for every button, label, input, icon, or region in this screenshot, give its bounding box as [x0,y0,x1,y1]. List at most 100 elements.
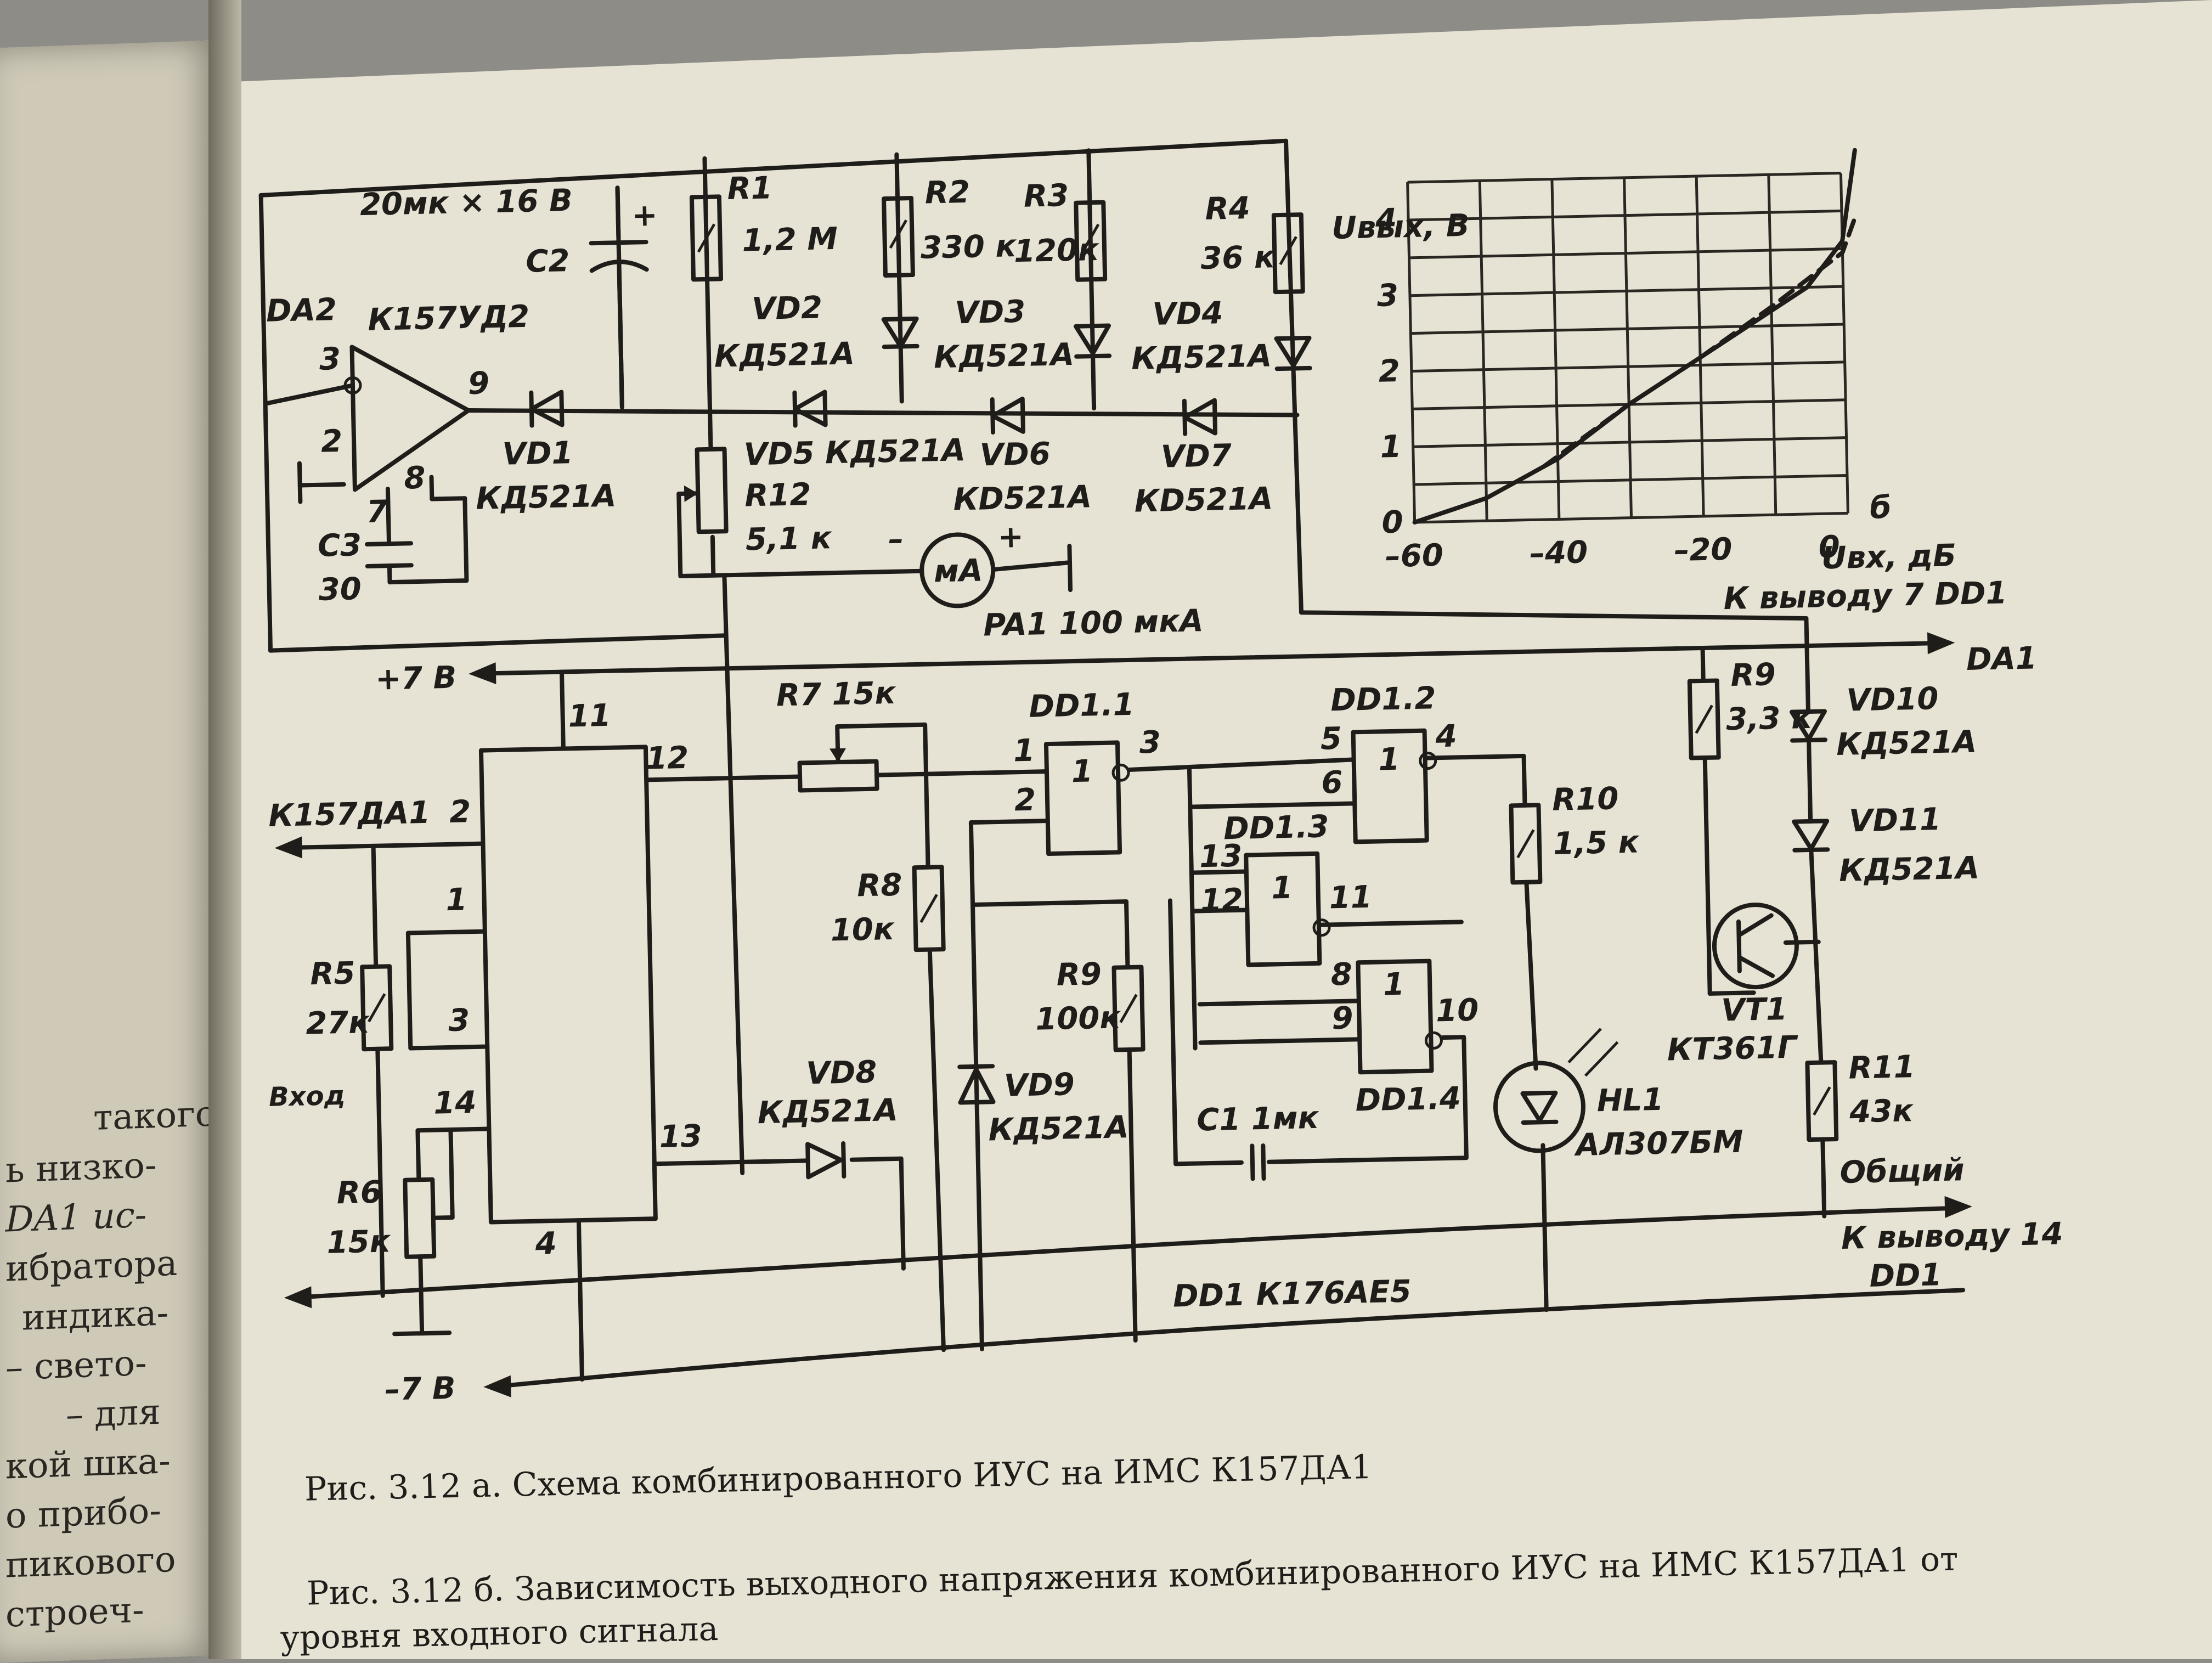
dd1-4-pin9-label: 9 [1331,1001,1353,1037]
to-pin14-label: К выводу 14 [1841,1216,2063,1256]
r11-value-label: 43к [1849,1093,1915,1130]
dd1-4-symbol: 1 [1383,967,1405,1003]
meter-minus-label: – [888,521,904,557]
dd1-2-gate [1351,728,1437,844]
plot-gridline-horizontal [1409,247,1843,260]
figure-a-caption: Рис. 3.12 а. Схема комбинированного ИУС … [304,1448,1372,1509]
r6-value-label: 15к [326,1224,392,1260]
r5-value-label: 27к [306,1005,371,1041]
r8-value-label: 10к [830,911,895,948]
da1-pin3-label: 3 [448,1002,470,1039]
r2-label: R2 [924,174,970,211]
meter-plus-label: + [997,519,1024,555]
vd8-label: VD8 [806,1055,877,1092]
figure-b-caption: Рис. 3.12 б. Зависимость выходного напря… [306,1540,1959,1613]
r7-label: R7 15к [776,675,897,714]
plus7-label: +7 В [375,660,457,697]
da2-pin2-label: 2 [320,424,342,460]
vd10-label: VD10 [1846,681,1939,718]
plot-dashed-curve [1541,212,1859,469]
plot-gridline-vertical [1478,181,1488,521]
vd11-diode [1792,819,1830,853]
plot-y-tick-label: 1 [1380,429,1402,465]
da1-pin13-label: 13 [659,1118,702,1155]
r2-value-label: 330 к [920,228,1018,266]
r9-3k3-label: R9 [1730,657,1776,694]
r3-label: R3 [1023,178,1069,215]
da2-pin8-label: 8 [404,460,426,497]
dd1-3-pin13-label: 13 [1199,838,1243,875]
plot-x-tick-label: –20 [1674,532,1733,568]
r3-resistor [1074,200,1108,282]
dd1-4-pin10-label: 10 [1436,993,1479,1029]
dd1-3-pin12-label: 12 [1200,882,1243,919]
dd1-4-pin8-label: 8 [1330,957,1352,993]
dd1-3-symbol: 1 [1271,870,1293,906]
r11-label: R11 [1848,1049,1915,1086]
plot-gridline-horizontal [1410,323,1844,335]
vd3-diode [1073,323,1112,359]
da2-label: DA2 [266,292,337,329]
plot-gridline-horizontal [1413,436,1847,448]
dd1-1-pin1-label: 1 [1013,733,1035,769]
plot-y-axis-label: Uвых, В [1331,208,1470,246]
vd1-label: VD1 [502,435,573,472]
vd10-diode [1789,709,1828,743]
da2-pin7-label: 7 [366,494,388,530]
vd3-part-label: КД521А [933,337,1074,375]
plot-gridline-vertical [1623,177,1633,518]
minus7-label: –7 В [385,1371,456,1408]
da1-pin1-label: 1 [445,882,467,918]
vt1-part-label: КТ361Г [1667,1030,1799,1068]
r11-resistor [1805,1060,1839,1142]
dd1-1-pin3-label: 3 [1139,725,1161,761]
c1-label: C1 1мк [1197,1100,1321,1138]
dd1-2-pin5-label: 5 [1320,721,1342,757]
plot-gridline-horizontal [1414,511,1848,524]
r5-label: R5 [310,956,356,993]
plot-x-axis-label: Uвх, дБ [1821,538,1956,576]
dd1-2-pin4-label: 4 [1435,718,1457,754]
c2-rating-label: 20мк × 16 В [359,183,573,223]
dd1-1-symbol: 1 [1071,753,1093,790]
vd2-label: VD2 [752,290,823,327]
plot-gridline-horizontal [1414,474,1848,486]
dd1-4-gate [1356,959,1443,1075]
vd7-label: VD7 [1160,438,1232,475]
plot-panel-label: б [1870,490,1892,526]
da1-pin11-label: 11 [568,698,611,735]
vd10-part-label: КД521А [1836,724,1977,763]
r1-label: R1 [727,170,772,207]
dd1-2-label: DD1.2 [1330,680,1436,718]
da2-opamp [343,345,471,492]
plot-y-tick-label: 3 [1376,278,1398,314]
r9-3k3-value-label: 3,3 к [1726,700,1814,737]
r6-label: R6 [336,1175,382,1211]
r1-value-label: 1,2 М [742,221,838,259]
c3-capacitor [365,541,414,568]
r5-resistor [360,964,394,1052]
dd1-4-label: DD1.4 [1355,1080,1461,1118]
r7-potentiometer [797,748,879,793]
vd9-diode [957,1064,996,1105]
r12-potentiometer [684,447,729,534]
r12-value-label: 5,1 к [745,520,833,557]
dd1-1-gate [1043,740,1130,856]
vd5-diode [792,390,828,428]
da1-pin2-label: 2 [449,794,471,830]
r10-label: R10 [1552,781,1619,818]
c2-capacitor [589,185,649,410]
vd4-part-label: КД521А [1131,338,1272,376]
dd1-part-label: DD1 К176АЕ5 [1172,1273,1412,1314]
r6-potentiometer [403,1177,437,1259]
vd9-part-label: КД521А [988,1109,1129,1148]
r9-resistor-3k3 [1687,678,1721,760]
hl1-led [1493,1028,1619,1153]
da1-pin4-label: 4 [534,1226,557,1262]
dd1-3-gate [1244,851,1331,967]
vd6-part-label: КD521А [953,479,1092,517]
r8-resistor [912,865,946,952]
da1-pin12-label: 12 [646,740,689,777]
